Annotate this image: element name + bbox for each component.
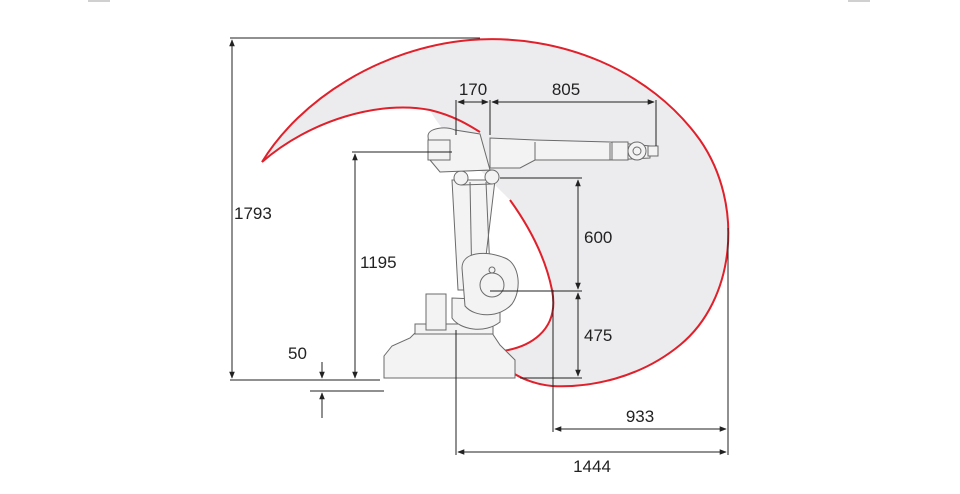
- robot-tool-flange: [647, 145, 659, 157]
- dimension-labels: 1793 170 805 1195 50 600 475 933 1444: [234, 80, 654, 476]
- robot-base-plate: [414, 323, 494, 335]
- dimension-lines: [229, 37, 729, 455]
- top-right-corner-mark: [848, 0, 870, 2]
- label-base-offset: 50: [288, 344, 307, 363]
- envelope-area: [262, 39, 729, 387]
- label-max-reach: 1444: [573, 457, 611, 476]
- robot-motor-rear: [427, 139, 451, 161]
- robot-elbow-joint-left: [453, 170, 469, 186]
- robot-rear-housing: [427, 127, 491, 173]
- label-total-height: 1793: [234, 204, 272, 223]
- label-upper-link: 600: [584, 228, 612, 247]
- label-rear-reach: 933: [626, 407, 654, 426]
- robot-wrist-box: [611, 141, 629, 161]
- top-left-corner-mark: [88, 0, 110, 2]
- envelope-outer-curve: [261, 38, 730, 388]
- label-lower-link: 475: [584, 326, 612, 345]
- label-arm-length: 805: [552, 80, 580, 99]
- robot-base: [383, 329, 516, 379]
- robot-motor-box: [425, 293, 447, 331]
- robot-elbow-joint-right: [484, 169, 500, 185]
- robot-drawing: [383, 127, 659, 379]
- envelope-under-curve: [491, 199, 555, 353]
- envelope-inner-curve: [261, 106, 481, 163]
- label-shoulder-height: 1195: [360, 253, 397, 272]
- working-envelope: [261, 38, 730, 388]
- label-arm-offset: 170: [459, 80, 487, 99]
- robot-shoulder-joint: [479, 272, 505, 298]
